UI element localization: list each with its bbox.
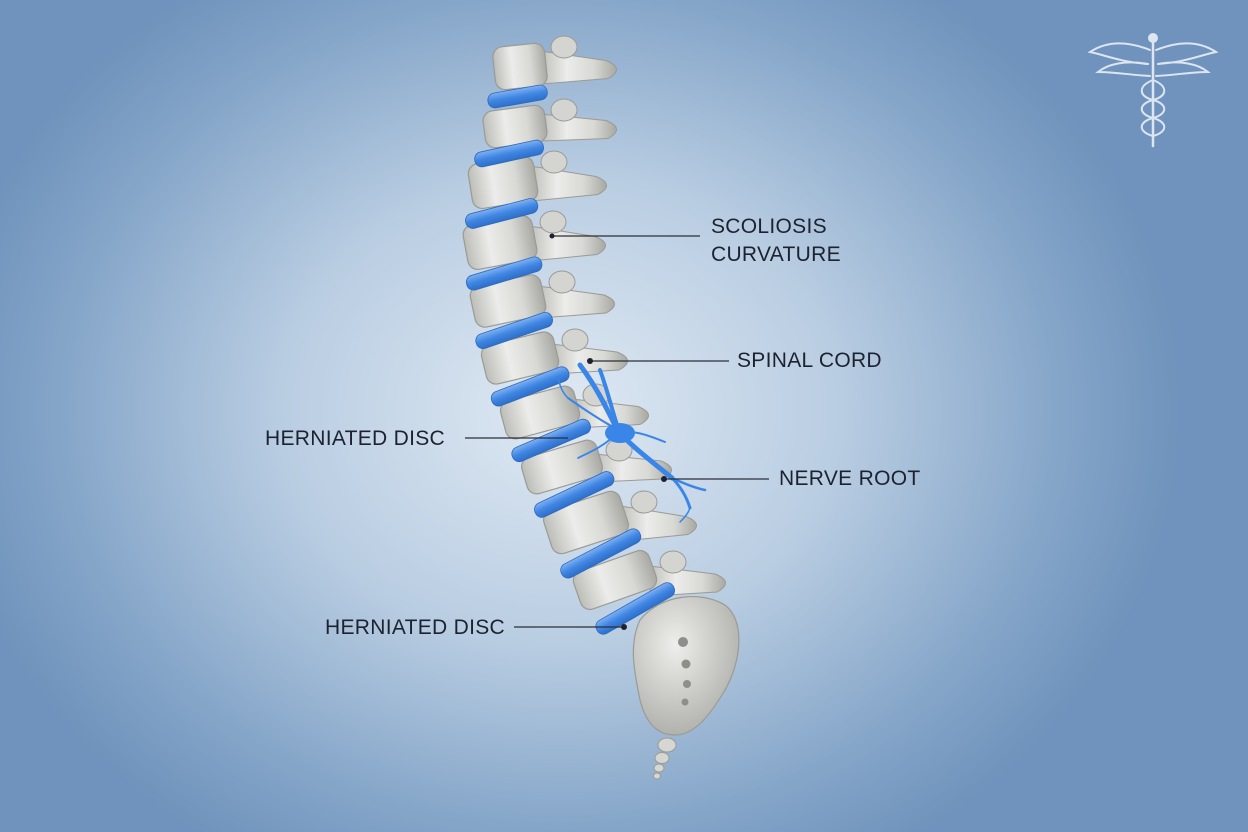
spinous-process xyxy=(539,113,617,142)
intervertebral-disc xyxy=(534,471,615,518)
vertebra xyxy=(572,549,658,611)
intervertebral-disc xyxy=(475,311,553,349)
intervertebral-disc xyxy=(465,256,543,291)
facet-joint xyxy=(539,210,567,234)
label-herniated-disc-upper: HERNIATED DISC xyxy=(265,427,445,450)
label-scoliosis-curvature: SCOLIOSIS CURVATURE xyxy=(711,213,841,269)
leader-lines xyxy=(465,233,769,630)
facet-joint xyxy=(659,550,687,574)
vertebral-bodies xyxy=(462,42,658,611)
vertebral-processes xyxy=(528,35,726,597)
intervertebral-disc xyxy=(490,366,570,407)
facet-joint xyxy=(540,150,568,174)
label-herniated-disc-lower: HERNIATED DISC xyxy=(325,616,505,639)
nerve-root-bundle xyxy=(557,362,707,523)
spinous-process xyxy=(539,50,617,85)
intervertebral-disc xyxy=(465,198,539,229)
label-spinal-cord: SPINAL CORD xyxy=(737,349,882,372)
intervertebral-disc xyxy=(595,582,676,635)
vertebra xyxy=(521,439,603,495)
spinous-process xyxy=(528,225,606,262)
vertebra xyxy=(480,331,560,385)
facet-joint xyxy=(550,35,578,59)
intervertebral-disc xyxy=(487,84,548,109)
intervertebral-disc xyxy=(474,139,544,168)
facet-joint xyxy=(548,270,576,294)
coccyx xyxy=(653,737,677,780)
label-nerve-root: NERVE ROOT xyxy=(779,467,921,490)
spinous-process xyxy=(529,165,607,202)
intervertebral-disc xyxy=(511,418,591,463)
facet-joint xyxy=(550,98,578,122)
intervertebral-disc xyxy=(560,528,642,579)
vertebra xyxy=(499,385,581,440)
label-scoliosis-line1: SCOLIOSIS xyxy=(711,215,827,238)
label-scoliosis-line2: CURVATURE xyxy=(711,243,841,266)
caduceus-icon xyxy=(1087,33,1219,148)
spinous-process xyxy=(537,285,615,319)
intervertebral-discs xyxy=(465,84,676,635)
facet-joint xyxy=(630,490,658,514)
sacrum xyxy=(632,595,740,736)
facet-joint xyxy=(561,328,589,352)
vertebra xyxy=(492,42,548,91)
